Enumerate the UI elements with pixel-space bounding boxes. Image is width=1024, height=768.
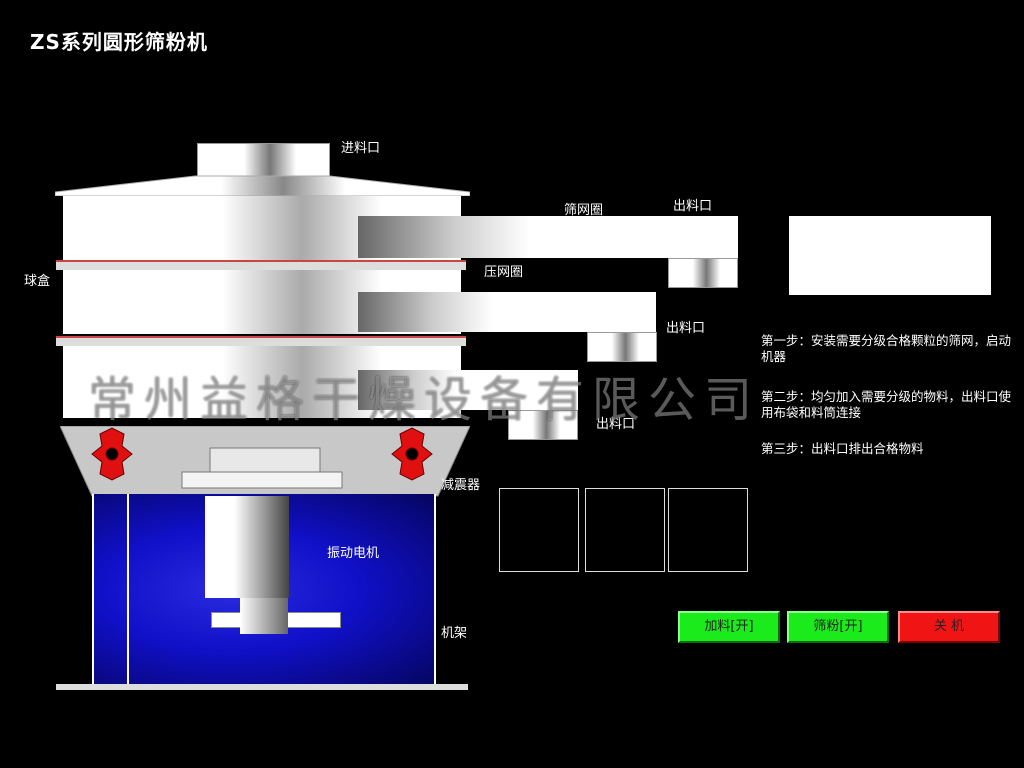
display-box-3 xyxy=(668,488,748,572)
label-vibration-motor: 振动电机 xyxy=(327,546,380,561)
damper-left xyxy=(91,427,133,481)
ring-line-1 xyxy=(56,260,466,270)
damper-section xyxy=(60,426,470,497)
preview-panel xyxy=(789,216,991,295)
label-damper: 减震器 xyxy=(441,478,481,493)
company-watermark: 常州益格干燥设备有限公司 xyxy=(88,372,761,428)
damper-right xyxy=(391,427,433,481)
upper-outlet-chute xyxy=(358,216,738,258)
label-outlet-3: 出料口 xyxy=(596,417,636,432)
sieve-on-button[interactable]: 筛粉[开] xyxy=(787,611,889,643)
top-lid xyxy=(55,175,470,196)
shutdown-button[interactable]: 关 机 xyxy=(898,611,1000,643)
base-plate xyxy=(56,684,468,690)
label-frame: 机架 xyxy=(441,626,468,641)
label-screen-ring: 筛网圈 xyxy=(564,203,604,218)
feed-inlet xyxy=(197,143,330,178)
frame-post-left xyxy=(127,494,129,686)
feed-on-button[interactable]: 加料[开] xyxy=(678,611,780,643)
outlet-spout-2 xyxy=(587,332,657,362)
label-press-ring: 压网圈 xyxy=(484,265,524,280)
ring-line-2 xyxy=(56,336,466,346)
vibration-motor xyxy=(205,496,289,598)
middle-outlet-chute xyxy=(358,292,656,332)
lower-outlet-chute xyxy=(358,370,578,410)
label-feed-inlet: 进料口 xyxy=(341,141,381,156)
label-outlet-1: 出料口 xyxy=(673,199,713,214)
step-1-text: 第一步：安装需要分级合格颗粒的筛网，启动机器 xyxy=(761,333,1012,364)
outlet-spout-3 xyxy=(508,410,578,440)
outlet-spout-1 xyxy=(668,258,738,288)
step-2-text: 第二步：均匀加入需要分级的物料，出料口使用布袋和料筒连接 xyxy=(761,389,1012,420)
display-box-1 xyxy=(499,488,579,572)
display-box-2 xyxy=(585,488,665,572)
label-ball-box: 球盒 xyxy=(24,274,51,289)
step-3-text: 第三步：出料口排出合格物料 xyxy=(761,441,924,456)
motor-shaft xyxy=(240,598,288,634)
page-title: ZS系列圆形筛粉机 xyxy=(30,30,208,54)
label-outlet-2: 出料口 xyxy=(666,321,706,336)
